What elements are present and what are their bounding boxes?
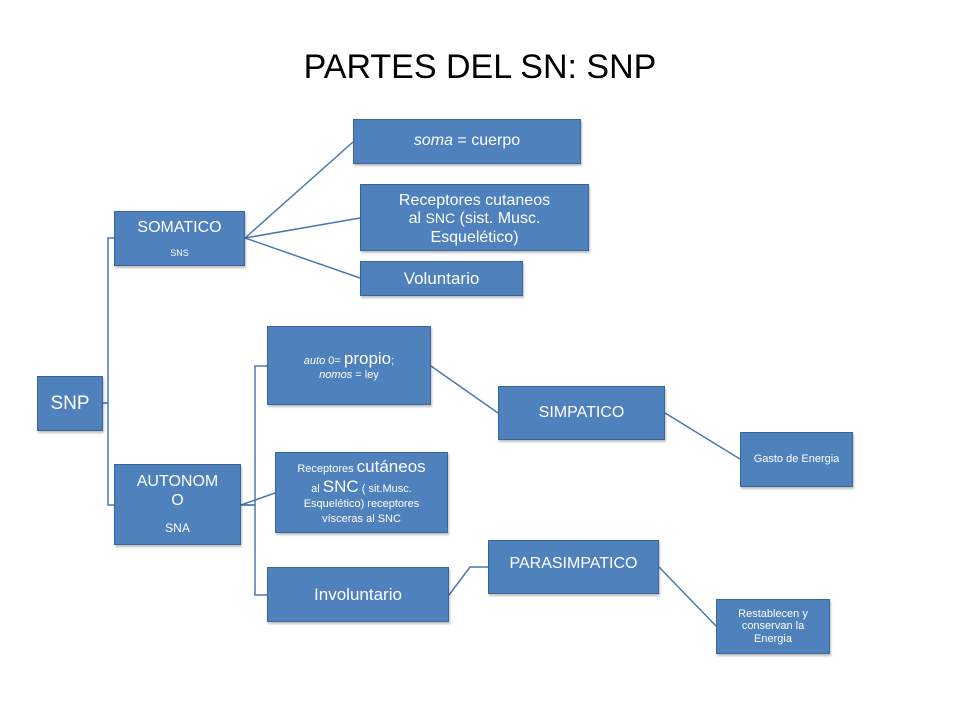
link-parasimpatico-restablecen	[658, 566, 717, 627]
node-parasimpatico-label: PARASIMPATICO	[509, 555, 638, 572]
rec2-al: al	[311, 482, 323, 495]
link-autonomo-involuntario	[241, 504, 267, 596]
node-soma-text: soma = cuerpo	[414, 132, 520, 150]
node-autonomo-sub: SNA	[165, 520, 190, 535]
node-involuntario: Involuntario	[267, 567, 449, 622]
auto-propio: propio	[343, 349, 392, 369]
node-soma-rest: = cuerpo	[452, 132, 521, 150]
link-autonomo-receptores	[240, 492, 276, 506]
rec2-line2: al SNC ( sit.Musc.	[311, 477, 412, 497]
node-receptores-somatico-line3: Esquelético)	[430, 228, 519, 246]
rec1-sist: (sist. Musc.	[455, 210, 541, 228]
node-auto-line1: auto 0= propio;	[304, 349, 394, 369]
node-gasto-label: Gasto de Energia	[753, 453, 840, 466]
node-gasto-energia: Gasto de Energia	[740, 432, 853, 487]
node-restablecen-label: Restablecen y conservan la Energia	[738, 607, 808, 645]
node-somatico-sub: SNS	[170, 247, 189, 258]
link-somatico-voluntario	[244, 237, 361, 279]
node-soma-italic: soma	[413, 132, 453, 150]
node-auto-nomos: auto 0= propio; nomos = ley	[267, 326, 431, 405]
link-auto-simpatico	[430, 365, 499, 414]
node-snp-label: SNP	[50, 392, 90, 414]
link-somatico-soma	[244, 141, 354, 239]
nomos-word: nomos	[319, 368, 353, 381]
rec2-line1: Receptores cutáneos	[297, 457, 425, 477]
rec1-al: al	[408, 210, 426, 228]
link-simpatico-gasto	[664, 412, 741, 460]
rec2-receptores: Receptores	[297, 463, 357, 475]
link-involuntario-parasimpatico	[448, 566, 488, 596]
node-somatico: SOMATICO SNS	[114, 211, 245, 266]
node-receptores-somatico-line1: Receptores cutaneos	[398, 191, 551, 209]
node-receptores-autonomo: Receptores cutáneos al SNC ( sit.Musc. E…	[275, 452, 448, 533]
node-receptores-somatico-line2: al SNC (sist. Musc.	[409, 210, 541, 228]
page-title: PARTES DEL SN: SNP	[303, 48, 657, 86]
node-autonomo-label: AUTONOMO	[136, 473, 219, 509]
node-receptores-somatico: Receptores cutaneos al SNC (sist. Musc. …	[360, 184, 589, 251]
node-involuntario-label: Involuntario	[314, 584, 402, 604]
node-simpatico-label: SIMPATICO	[538, 403, 625, 421]
link-snp-somatico	[103, 237, 114, 404]
node-parasimpatico: PARASIMPATICO	[488, 540, 659, 594]
rec1-snc: SNC	[425, 210, 456, 227]
auto-zero: 0=	[325, 355, 344, 368]
node-simpatico: SIMPATICO	[498, 386, 665, 440]
node-snp: SNP	[37, 376, 103, 431]
node-somatico-label: SOMATICO	[137, 219, 222, 237]
node-voluntario-label: Voluntario	[403, 268, 480, 288]
link-somatico-receptores	[244, 217, 361, 239]
rec2-line4: vísceras al SNC	[322, 512, 401, 525]
rec2-line3: Esquelético) receptores	[303, 498, 420, 511]
link-autonomo-auto	[241, 365, 267, 506]
rec2-cutaneos: cutáneos	[356, 457, 426, 476]
node-restablecen: Restablecen y conservan la Energia	[716, 599, 830, 654]
auto-word: auto	[303, 355, 326, 368]
auto-semicolon: ;	[391, 355, 395, 368]
nomos-rest: = ley	[352, 368, 379, 381]
rec2-sit: ( sit.Musc.	[358, 482, 412, 495]
node-autonomo: AUTONOMO SNA	[114, 464, 241, 545]
rec2-snc: SNC	[322, 476, 359, 496]
node-voluntario: Voluntario	[360, 261, 523, 296]
link-snp-autonomo	[103, 402, 114, 506]
node-soma: soma = cuerpo	[353, 119, 581, 164]
node-auto-line2: nomos = ley	[319, 369, 379, 382]
